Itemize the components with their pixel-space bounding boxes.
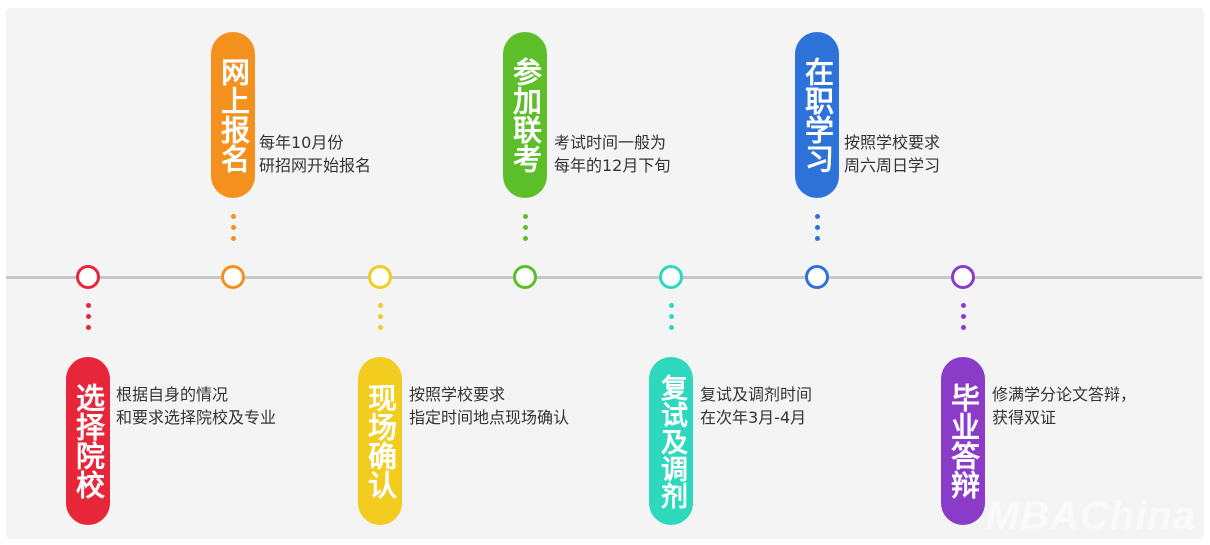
step-description-5-line-2: 在次年3月-4月 bbox=[700, 408, 807, 427]
connector-dots-4 bbox=[523, 214, 529, 247]
connector-dots-3 bbox=[378, 303, 384, 336]
timeline-node-5 bbox=[659, 265, 683, 289]
connector-dots-5 bbox=[669, 303, 675, 336]
step-pill-2: 网上报名 bbox=[211, 32, 255, 198]
step-description-1-line-1: 根据自身的情况 bbox=[116, 385, 229, 404]
step-title-6: 在职学习 bbox=[800, 57, 835, 173]
timeline-node-1 bbox=[76, 265, 100, 289]
step-description-3: 按照学校要求 指定时间地点现场确认 bbox=[409, 383, 569, 429]
step-title-1: 选择院校 bbox=[71, 383, 106, 499]
timeline-node-7 bbox=[951, 265, 975, 289]
step-title-7: 毕业答辩 bbox=[946, 383, 981, 499]
step-description-2-line-2: 研招网开始报名 bbox=[259, 156, 372, 175]
timeline-node-3 bbox=[368, 265, 392, 289]
step-description-2: 每年10月份 研招网开始报名 bbox=[259, 131, 371, 177]
step-description-4: 考试时间一般为 每年的12月下旬 bbox=[554, 131, 670, 177]
timeline-node-2 bbox=[221, 265, 245, 289]
connector-dots-2 bbox=[231, 214, 237, 247]
step-pill-3: 现场确认 bbox=[358, 357, 402, 525]
step-description-1-line-2: 和要求选择院校及专业 bbox=[116, 408, 277, 427]
timeline-line bbox=[6, 276, 1202, 279]
connector-dots-1 bbox=[86, 303, 92, 336]
step-description-7-line-2: 获得双证 bbox=[992, 408, 1057, 427]
step-description-3-line-1: 按照学校要求 bbox=[409, 385, 506, 404]
watermark-logo: MBAChina bbox=[985, 494, 1196, 538]
diagram-panel bbox=[6, 8, 1204, 539]
step-description-4-line-2: 每年的12月下旬 bbox=[554, 156, 671, 175]
step-description-6-line-1: 按照学校要求 bbox=[844, 133, 941, 152]
timeline-node-6 bbox=[805, 265, 829, 289]
step-title-3: 现场确认 bbox=[363, 383, 398, 499]
step-description-5-line-1: 复试及调剂时间 bbox=[700, 385, 813, 404]
step-title-4: 参加联考 bbox=[508, 57, 543, 173]
step-pill-5: 复试及调剂 bbox=[649, 357, 693, 525]
step-pill-6: 在职学习 bbox=[795, 32, 839, 198]
step-pill-4: 参加联考 bbox=[503, 32, 547, 198]
step-description-2-line-1: 每年10月份 bbox=[259, 133, 344, 152]
step-pill-1: 选择院校 bbox=[66, 357, 110, 525]
step-description-4-line-1: 考试时间一般为 bbox=[554, 133, 667, 152]
step-title-5: 复试及调剂 bbox=[656, 373, 687, 509]
step-pill-7: 毕业答辩 bbox=[941, 357, 985, 525]
step-description-5: 复试及调剂时间 在次年3月-4月 bbox=[700, 383, 812, 429]
step-description-3-line-2: 指定时间地点现场确认 bbox=[409, 408, 570, 427]
step-title-2: 网上报名 bbox=[216, 57, 251, 173]
connector-dots-7 bbox=[961, 303, 967, 336]
step-description-1: 根据自身的情况 和要求选择院校及专业 bbox=[116, 383, 276, 429]
step-description-7: 修满学分论文答辩， 获得双证 bbox=[992, 383, 1136, 429]
step-description-6-line-2: 周六周日学习 bbox=[844, 156, 941, 175]
step-description-7-line-1: 修满学分论文答辩， bbox=[992, 385, 1137, 404]
connector-dots-6 bbox=[815, 214, 821, 247]
timeline-node-4 bbox=[513, 265, 537, 289]
step-description-6: 按照学校要求 周六周日学习 bbox=[844, 131, 940, 177]
